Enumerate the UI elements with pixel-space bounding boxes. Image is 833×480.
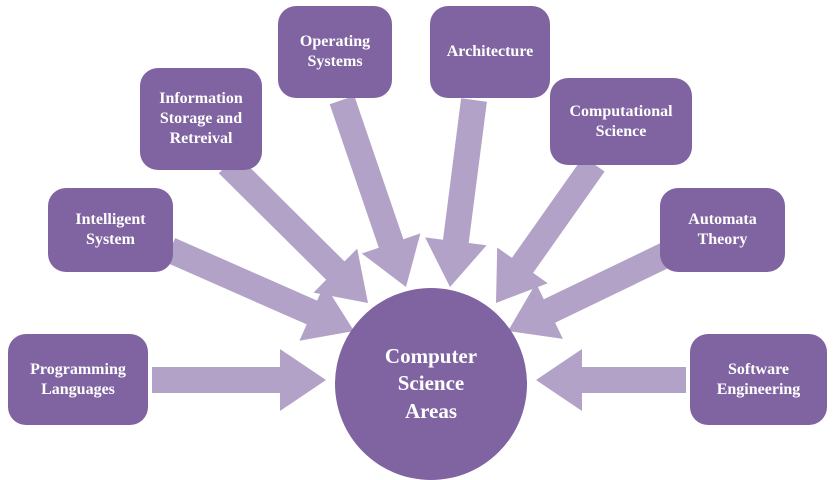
node-intelligent-system: Intelligent System bbox=[48, 188, 173, 272]
node-architecture: Architecture bbox=[430, 6, 550, 98]
node-operating-systems: Operating Systems bbox=[278, 6, 392, 98]
arrow-from-automata-theory bbox=[508, 238, 682, 339]
node-software-engineering: Software Engineering bbox=[690, 334, 827, 425]
node-programming-languages: Programming Languages bbox=[8, 334, 148, 425]
node-label: Architecture bbox=[446, 43, 534, 60]
arrow-from-programming-languages bbox=[152, 349, 326, 411]
arrow-from-software-engineering bbox=[536, 349, 686, 411]
node-label: Automata Theory bbox=[688, 211, 757, 248]
arrow-from-operating-systems bbox=[329, 95, 421, 287]
node-label: Programming Languages bbox=[30, 360, 126, 398]
arrow-from-computational-science bbox=[496, 156, 605, 303]
arrow-from-architecture bbox=[425, 98, 487, 287]
center-node-label: Computer Science Areas bbox=[384, 344, 478, 423]
node-label: Operating Systems bbox=[299, 33, 371, 70]
node-information-storage: Information Storage and Retreival bbox=[140, 68, 262, 170]
node-label: Computational Science bbox=[569, 102, 673, 140]
arrow-from-intelligent-system bbox=[164, 238, 354, 341]
node-automata-theory: Automata Theory bbox=[660, 188, 785, 272]
node-computational-science: Computational Science bbox=[550, 78, 692, 165]
node-label: Software Engineering bbox=[716, 360, 801, 398]
node-label: Intelligent System bbox=[75, 211, 146, 248]
node-label: Information Storage and Retreival bbox=[159, 90, 243, 147]
center-node-computer-science-areas: Computer Science Areas bbox=[335, 288, 527, 480]
arrow-from-information-storage bbox=[218, 154, 368, 303]
